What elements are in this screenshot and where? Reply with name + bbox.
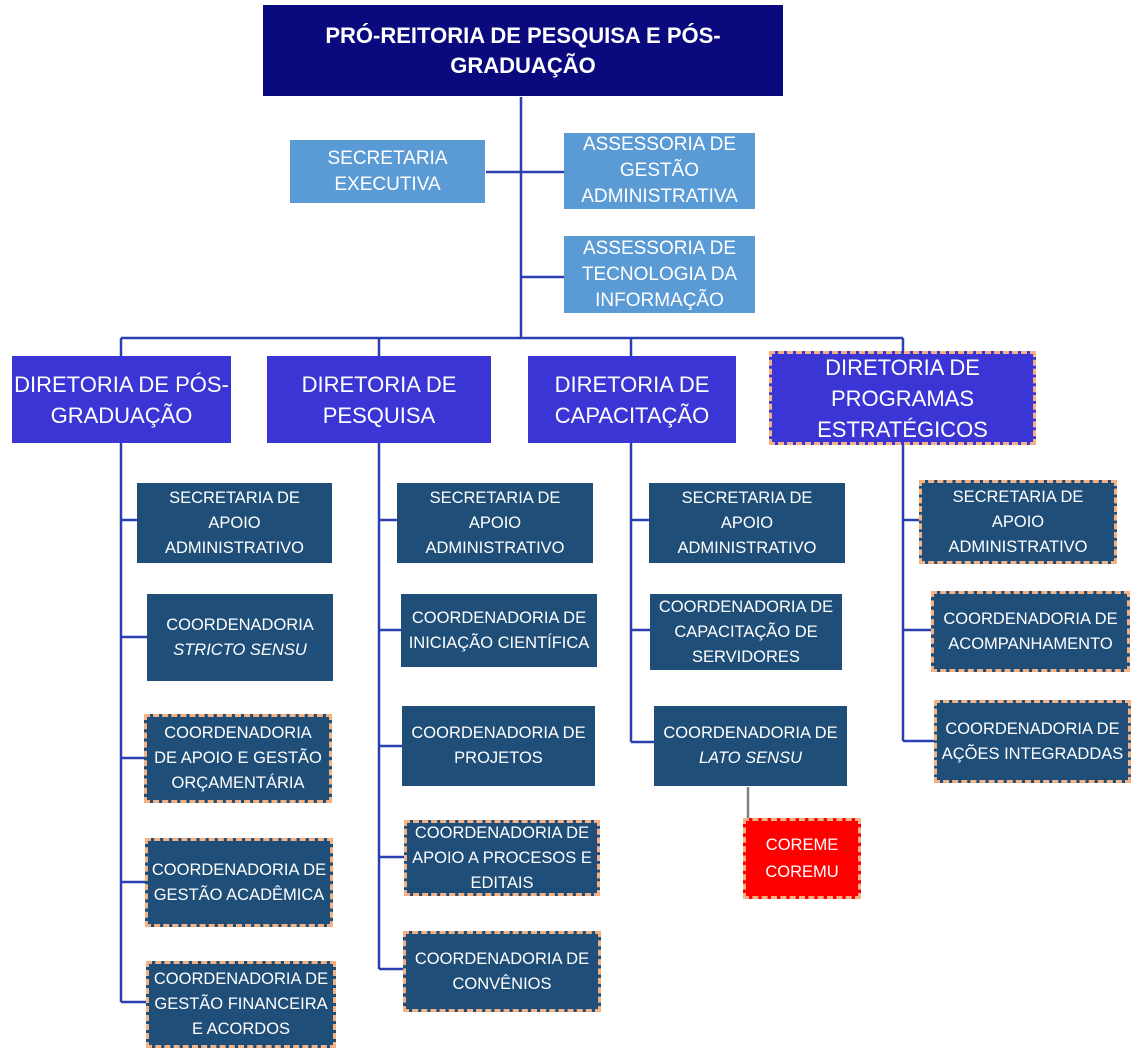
diretoria-3: DIRETORIA DE CAPACITAÇÃO [528, 356, 736, 443]
diretoria-2: DIRETORIA DE PESQUISA [267, 356, 491, 443]
unit-4-1-line-2: APOIO [991, 512, 1045, 531]
unit-3-2: COORDENADORIA DE CAPACITAÇÃO DE SERVIDORES [650, 594, 842, 670]
unit-1-1-line-1: SECRETARIA DE [169, 488, 300, 507]
diretoria-1: DIRETORIA DE PÓS- GRADUAÇÃO [12, 356, 231, 443]
top-office-line-1: PRÓ-REITORIA DE PESQUISA E PÓS- [325, 22, 721, 48]
secretaria-executiva-line-1: SECRETARIA [327, 147, 448, 169]
diretoria-1-line-1: DIRETORIA DE PÓS- [14, 371, 229, 397]
unit-1-2: COORDENADORIA STRICTO SENSU [147, 594, 333, 681]
unit-4-2-line-2: ACOMPANHAMENTO [948, 634, 1113, 653]
diretoria-4-line-3: ESTRATÉGICOS [817, 416, 988, 442]
diretoria-4-line-2: PROGRAMAS [830, 385, 975, 411]
coreme-coremu-line-1: COREME [765, 835, 839, 854]
unit-3-1: SECRETARIA DE APOIO ADMINISTRATIVO [649, 483, 845, 563]
top-office-line-2: GRADUAÇÃO [450, 52, 596, 78]
diretoria-1-line-2: GRADUAÇÃO [50, 402, 193, 428]
unit-2-4-line-3: EDITAIS [470, 873, 534, 892]
diretoria-4: DIRETORIA DE PROGRAMAS ESTRATÉGICOS [769, 351, 1036, 445]
unit-2-4-line-1: COORDENADORIA DE [414, 823, 590, 842]
unit-3-3-line-1: COORDENADORIA DE [663, 724, 838, 742]
unit-3-2-line-3: SERVIDORES [692, 647, 800, 666]
unit-2-5: COORDENADORIA DE CONVÊNIOS [403, 931, 601, 1012]
unit-4-1-line-3: ADMINISTRATIVO [948, 537, 1088, 556]
secretaria-executiva: SECRETARIA EXECUTIVA [290, 140, 485, 203]
unit-1-5-line-3: E ACORDOS [191, 1020, 291, 1038]
unit-1-5: COORDENADORIA DE GESTÃO FINANCEIRA E ACORD… [146, 961, 336, 1048]
unit-1-3: COORDENADORIA DE APOIO E GESTÃO ORÇAMENTÁR… [144, 714, 332, 803]
assessoria-gestao-administrativa-line-2: GESTÃO [619, 160, 700, 181]
unit-2-1-line-3: ADMINISTRATIVO [425, 538, 565, 557]
diretoria-2-line-1: DIRETORIA DE [301, 371, 457, 397]
assessoria-tecnologia-informacao-line-1: ASSESSORIA DE [582, 237, 737, 259]
diretoria-3-line-1: DIRETORIA DE [554, 371, 710, 397]
unit-4-3: COORDENADORIA DE AÇÕES INTEGRADDAS [934, 700, 1131, 783]
assessoria-gestao-administrativa-line-1: ASSESSORIA DE [582, 134, 737, 155]
unit-2-2-line-2: INICIAÇÃO CIENTÍFICA [408, 633, 590, 652]
assessoria-tecnologia-informacao: ASSESSORIA DE TECNOLOGIA DA INFORMAÇÃO [564, 236, 755, 313]
assessoria-gestao-administrativa-line-3: ADMINISTRATIVA [581, 186, 738, 207]
top-office: PRÓ-REITORIA DE PESQUISA E PÓS- GRADUAÇÃO [263, 5, 783, 96]
unit-2-5-line-2: CONVÊNIOS [452, 974, 552, 993]
unit-2-2-line-1: COORDENADORIA DE [411, 608, 587, 627]
unit-2-4: COORDENADORIA DE APOIO A PROCESOS E EDITAI… [404, 820, 600, 896]
unit-4-2: COORDENADORIA DE ACOMPANHAMENTO [931, 591, 1130, 672]
assessoria-tecnologia-informacao-line-2: TECNOLOGIA DA [581, 263, 738, 285]
unit-1-4-line-1: COORDENADORIA DE [151, 860, 327, 879]
secretaria-executiva-line-2: EXECUTIVA [334, 173, 441, 195]
unit-1-2-line-2: STRICTO SENSU [173, 640, 307, 659]
unit-3-3-line-2: LATO SENSU [698, 749, 802, 767]
unit-1-3-line-1: COORDENADORIA [164, 724, 312, 742]
unit-2-3-line-1: COORDENADORIA DE [411, 724, 586, 742]
unit-2-1-line-2: APOIO [468, 513, 522, 532]
unit-4-3-line-2: AÇÕES INTEGRADDAS [941, 744, 1124, 763]
unit-1-4-line-2: GESTÃO ACADÊMICA [153, 885, 325, 904]
unit-2-1: SECRETARIA DE APOIO ADMINISTRATIVO [397, 483, 593, 563]
unit-2-5-line-1: COORDENADORIA DE [414, 949, 590, 968]
unit-1-3-line-3: ORÇAMENTÁRIA [171, 774, 305, 792]
unit-4-3-line-1: COORDENADORIA DE [945, 719, 1120, 738]
unit-1-1-line-2: APOIO [208, 513, 261, 532]
unit-1-3-line-2: DE APOIO E GESTÃO [154, 749, 322, 767]
unit-3-1-line-3: ADMINISTRATIVO [677, 538, 817, 557]
diretoria-2-line-2: PESQUISA [322, 402, 436, 428]
unit-1-1-line-3: ADMINISTRATIVO [164, 538, 305, 557]
unit-1-4: COORDENADORIA DE GESTÃO ACADÊMICA [145, 838, 333, 927]
unit-4-1-line-1: SECRETARIA DE [952, 487, 1084, 506]
unit-2-1-line-1: SECRETARIA DE [429, 488, 561, 507]
unit-1-1: SECRETARIA DE APOIO ADMINISTRATIVO [137, 483, 332, 563]
unit-2-4-line-2: APOIO A PROCESOS E [412, 848, 592, 867]
unit-4-1: SECRETARIA DE APOIO ADMINISTRATIVO [919, 480, 1117, 564]
unit-2-3-line-2: PROJETOS [454, 749, 543, 767]
diretoria-4-line-1: DIRETORIA DE [825, 354, 980, 380]
coreme-coremu-line-2: COREMU [765, 862, 839, 881]
assessoria-tecnologia-informacao-line-3: INFORMAÇÃO [595, 289, 724, 311]
unit-2-3: COORDENADORIA DE PROJETOS [402, 706, 595, 786]
coreme-coremu: COREME COREMU [743, 818, 861, 899]
unit-1-5-line-1: COORDENADORIA DE [153, 970, 329, 988]
unit-3-1-line-1: SECRETARIA DE [681, 488, 813, 507]
diretoria-3-line-2: CAPACITAÇÃO [554, 402, 710, 428]
unit-1-5-line-2: GESTÃO FINANCEIRA [154, 995, 328, 1013]
unit-3-2-line-2: CAPACITAÇÃO DE [674, 622, 818, 641]
assessoria-gestao-administrativa: ASSESSORIA DE GESTÃO ADMINISTRATIVA [564, 133, 755, 209]
unit-3-3: COORDENADORIA DE LATO SENSU [654, 706, 847, 786]
unit-2-2: COORDENADORIA DE INICIAÇÃO CIENTÍFICA [401, 594, 597, 667]
unit-4-2-line-1: COORDENADORIA DE [943, 609, 1118, 628]
unit-1-2-line-1: COORDENADORIA [166, 615, 314, 634]
unit-3-2-line-1: COORDENADORIA DE [658, 597, 834, 616]
unit-3-1-line-2: APOIO [720, 513, 774, 532]
